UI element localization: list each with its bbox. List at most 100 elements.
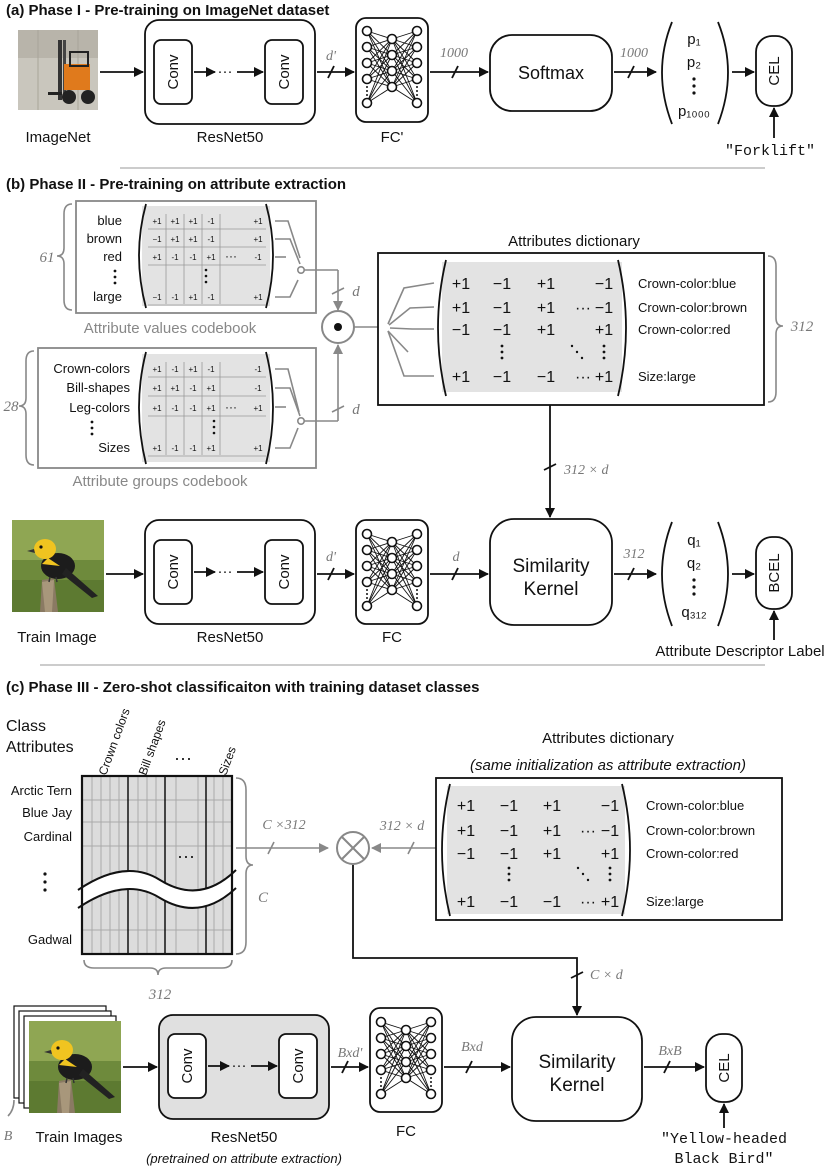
- imagenet-image: [18, 30, 98, 110]
- arrow-product-to-kernel: [352, 865, 582, 1016]
- kernel3-label-1: Similarity: [538, 1052, 616, 1073]
- dictionary-cell: +1: [457, 894, 475, 911]
- codebook-cell: +1: [188, 217, 198, 226]
- dict2-cells: +1−1+1−1+1−1+1···−1−1−1+1+1+1−1−1···+1: [452, 276, 613, 386]
- codebook-cell: +1: [152, 365, 162, 374]
- similarity-kernel-block-3: [511, 1016, 643, 1122]
- dictionary-cell: +1: [543, 846, 561, 863]
- dictionary-cell: −1: [537, 369, 555, 386]
- dim-1000-a: 1000: [440, 46, 468, 61]
- bcel-block: [755, 536, 793, 610]
- class-row-gadwal: Gadwal: [28, 932, 72, 947]
- values-matrix-vdots: [204, 268, 208, 284]
- dim-d-values: d: [352, 284, 360, 300]
- train-images-photo: [28, 1020, 122, 1114]
- codebook-cell: +1: [170, 235, 180, 244]
- dictionary3-matrix: [447, 786, 625, 914]
- dictionary-cell: +1: [452, 369, 470, 386]
- imagenet-label: ImageNet: [25, 129, 91, 146]
- p-vector-right-paren: [717, 21, 729, 125]
- dictionary-cell: +1: [457, 823, 475, 840]
- dim-d-prime-2: d': [326, 550, 337, 565]
- class-row-arctic-tern: Arctic Tern: [11, 783, 72, 798]
- dict2-vdots: [500, 344, 606, 360]
- class-row-vdots: [43, 872, 47, 892]
- codebook-cell: -1: [207, 217, 215, 226]
- class-attributes-label-1: Class: [6, 718, 46, 735]
- codebook-cell: +1: [206, 253, 216, 262]
- codebook-cell: ···: [225, 249, 237, 263]
- codebook-cell: +1: [253, 217, 263, 226]
- dim-C-rows: C: [258, 890, 269, 906]
- values-matrix-right-paren: [265, 203, 274, 309]
- codebook-cell: +1: [206, 384, 216, 393]
- resnet50-note: (pretrained on attribute extraction): [146, 1151, 342, 1166]
- codebook-cell: +1: [188, 365, 198, 374]
- dict2-label-red: Crown-color:red: [638, 322, 730, 337]
- cel3-label: CEL: [716, 1053, 733, 1082]
- codebook-cell: +1: [170, 384, 180, 393]
- values-codebook-frame: [75, 200, 317, 314]
- dict2-label-blue: Crown-color:blue: [638, 276, 736, 291]
- slash-312d: [543, 463, 557, 471]
- target-forklift: "Forklift": [725, 143, 815, 160]
- dictionary-cell: −1: [601, 823, 619, 840]
- dim-312d: 312 × d: [563, 463, 609, 478]
- slash-d-prime: [327, 65, 335, 79]
- codebook-cell: −1: [152, 235, 162, 244]
- conv-block-1: [153, 39, 193, 105]
- conv-label-2: Conv: [276, 54, 293, 90]
- dim-Bd: Bxd: [461, 1040, 484, 1055]
- groups-matrix-vdots: [212, 419, 216, 435]
- values-row-brown: brown: [87, 231, 122, 246]
- dictionary2-brace: [767, 255, 784, 403]
- conv-label-1: Conv: [165, 54, 182, 90]
- groups-count: 28: [4, 399, 20, 415]
- dictionary-cell: +1: [452, 276, 470, 293]
- dict2-right-paren: [617, 259, 627, 397]
- dict3-label-blue: Crown-color:blue: [646, 798, 744, 813]
- codebook-cell: +1: [253, 293, 263, 302]
- codebook-cell: ···: [225, 400, 237, 414]
- dictionary2-count: 312: [790, 319, 814, 335]
- p-1: p₁: [687, 31, 700, 48]
- class-matrix-dots: ···: [177, 846, 195, 866]
- dictionary-cell: +1: [543, 798, 561, 815]
- dim-d-prime: d': [326, 49, 337, 64]
- dict2-label-brown: Crown-color:brown: [638, 300, 747, 315]
- q-vector-right-paren: [717, 521, 729, 627]
- dim-312d-3: 312 × d: [379, 819, 425, 834]
- dim-C312: C ×312: [262, 818, 305, 833]
- kernel-label-1: Similarity: [512, 556, 590, 577]
- dictionary-cell: −1: [500, 798, 518, 815]
- dict3-label-red: Crown-color:red: [646, 846, 738, 861]
- slash-312d-3: [407, 841, 415, 855]
- values-row-blue: blue: [97, 213, 122, 228]
- bcel-label: BCEL: [766, 553, 783, 592]
- fc-label-3: FC: [396, 1123, 416, 1140]
- conv-block-2: [264, 39, 304, 105]
- groups-brace: [18, 350, 35, 466]
- dictionary3-subtitle: (same initialization as attribute extrac…: [470, 757, 746, 774]
- dim-d-groups: d: [352, 402, 360, 418]
- dictionary2-switch: [387, 282, 435, 377]
- dictionary-cell: +1: [457, 798, 475, 815]
- dictionary2-title: Attributes dictionary: [508, 233, 640, 250]
- dictionary-cell: −1: [493, 369, 511, 386]
- similarity-kernel-block: [489, 518, 613, 626]
- codebook-cell: -1: [189, 444, 197, 453]
- dictionary-cell: +1: [595, 369, 613, 386]
- class-attribute-matrix: [77, 774, 237, 956]
- resnet50-label-3: ResNet50: [211, 1129, 278, 1146]
- dim-1000-b: 1000: [620, 46, 648, 61]
- codebook-cell: +1: [206, 404, 216, 413]
- codebook-cell: -1: [189, 404, 197, 413]
- slash-d-groups: [331, 405, 345, 413]
- p-vdots: [692, 77, 696, 95]
- col-header-sizes: Sizes: [216, 745, 239, 777]
- dictionary-cell: −1: [500, 894, 518, 911]
- dictionary-cell: −1: [601, 798, 619, 815]
- groups-row-sizes: Sizes: [98, 440, 130, 455]
- dictionary-cell: +1: [537, 300, 555, 317]
- matmul-cross: [341, 836, 365, 860]
